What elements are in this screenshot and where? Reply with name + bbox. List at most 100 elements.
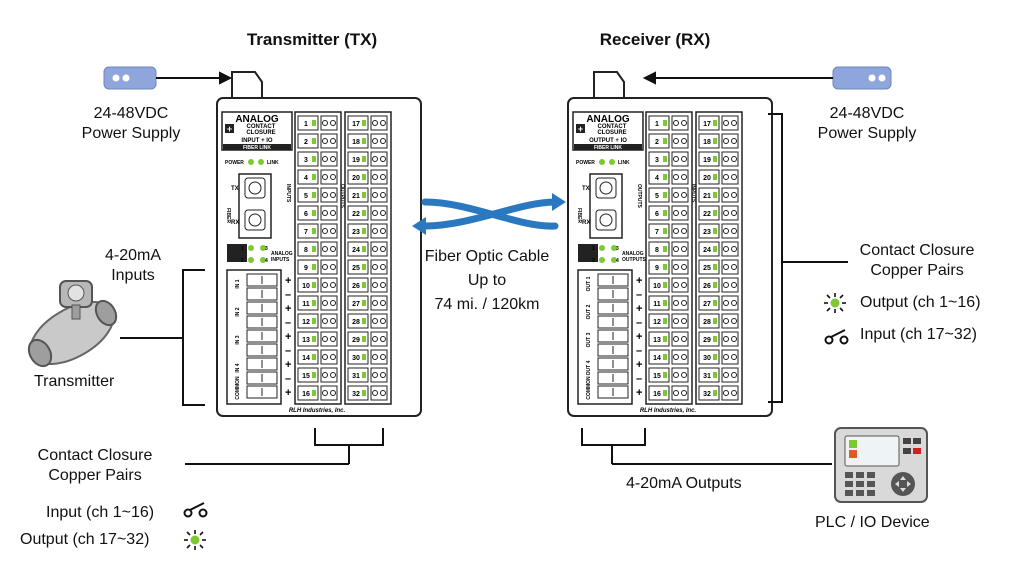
tx-output-led-icon bbox=[184, 530, 206, 550]
channel-led bbox=[713, 354, 717, 360]
rx-cc-label: Contact Closure Copper Pairs bbox=[859, 242, 975, 279]
channel-number: 1 bbox=[655, 121, 659, 128]
channel-label: IN 2 bbox=[235, 307, 241, 316]
power-led-label: POWER bbox=[576, 160, 595, 166]
channel-label: OUT 1 bbox=[586, 276, 592, 291]
channel-number: 20 bbox=[703, 175, 711, 182]
rx-output-led-icon bbox=[824, 293, 846, 313]
rx-power-label: 24-48VDC Power Supply bbox=[817, 105, 917, 142]
link-led-label: LINK bbox=[267, 160, 279, 166]
svg-text:+: + bbox=[285, 387, 291, 399]
plc-device-icon bbox=[834, 427, 928, 503]
link-led-label: LINK bbox=[618, 160, 630, 166]
transmitter-label: Transmitter bbox=[34, 373, 115, 390]
svg-text:+: + bbox=[636, 387, 642, 399]
channel-led bbox=[362, 120, 366, 126]
device-brand-sub: CONTACT bbox=[598, 124, 627, 130]
plug-connectors bbox=[231, 71, 625, 99]
device-brand-sub2: CLOSURE bbox=[246, 130, 275, 136]
channel-number: 26 bbox=[703, 283, 711, 290]
channel-led bbox=[312, 246, 316, 252]
channel-led bbox=[312, 210, 316, 216]
channel-number: 2 bbox=[304, 139, 308, 146]
channel-led bbox=[362, 210, 366, 216]
channel-number: 5 bbox=[304, 193, 308, 200]
link-led bbox=[258, 159, 264, 165]
channel-led bbox=[713, 156, 717, 162]
device-brand-sub2: CLOSURE bbox=[597, 130, 626, 136]
channel-led bbox=[713, 336, 717, 342]
tx-legend-output: Output (ch 17~32) bbox=[20, 531, 150, 548]
channel-label: IN 4 bbox=[235, 363, 241, 372]
fiber-cable bbox=[421, 198, 559, 230]
port-rx-label: RX bbox=[231, 220, 239, 226]
svg-text:+: + bbox=[285, 331, 291, 343]
channel-label: COMMON bbox=[586, 376, 592, 400]
channel-number: 29 bbox=[703, 337, 711, 344]
channel-led bbox=[713, 372, 717, 378]
channel-led bbox=[663, 390, 667, 396]
channel-number: 14 bbox=[653, 355, 661, 362]
channel-number: 13 bbox=[302, 337, 310, 344]
fiber-line3: 74 mi. / 120km bbox=[434, 296, 540, 313]
channel-number: 17 bbox=[703, 121, 711, 128]
channel-led bbox=[312, 336, 316, 342]
channel-number: 15 bbox=[653, 373, 661, 380]
svg-text:–: – bbox=[285, 373, 291, 385]
fiber-vertical-label: FIBER bbox=[225, 208, 231, 223]
svg-text:+: + bbox=[227, 124, 232, 134]
channel-number: 12 bbox=[302, 319, 310, 326]
channel-led bbox=[312, 372, 316, 378]
channel-number: 20 bbox=[352, 175, 360, 182]
svg-text:–: – bbox=[636, 289, 642, 301]
power-led bbox=[248, 159, 254, 165]
svg-text:1: 1 bbox=[241, 246, 244, 252]
channel-led bbox=[362, 300, 366, 306]
power-led-label: POWER bbox=[225, 160, 244, 166]
svg-text:+: + bbox=[285, 275, 291, 287]
svg-text:+: + bbox=[285, 359, 291, 371]
channel-led bbox=[362, 156, 366, 162]
tx-title: Transmitter (TX) bbox=[246, 30, 378, 49]
rx-power-supply-icon bbox=[832, 66, 892, 90]
fiber-line1: Fiber Optic Cable bbox=[424, 248, 550, 265]
channel-number: 28 bbox=[352, 319, 360, 326]
power-led bbox=[599, 159, 605, 165]
channel-led bbox=[713, 264, 717, 270]
maker-label: RLH Industries, Inc. bbox=[289, 408, 346, 414]
channel-number: 26 bbox=[352, 283, 360, 290]
channel-led bbox=[663, 372, 667, 378]
channel-number: 19 bbox=[352, 157, 360, 164]
channel-label: OUT 4 bbox=[586, 360, 592, 375]
svg-text:3: 3 bbox=[265, 246, 268, 252]
tx-power-supply-icon bbox=[103, 66, 157, 90]
channel-number: 16 bbox=[302, 391, 310, 398]
channel-number: 5 bbox=[655, 193, 659, 200]
analog-led bbox=[599, 245, 605, 251]
channel-led bbox=[663, 354, 667, 360]
channel-led bbox=[312, 156, 316, 162]
svg-text:+: + bbox=[636, 359, 642, 371]
analog-led bbox=[611, 257, 617, 263]
svg-text:+: + bbox=[636, 303, 642, 315]
svg-text:–: – bbox=[636, 373, 642, 385]
channel-led bbox=[362, 354, 366, 360]
channel-led bbox=[312, 318, 316, 324]
channel-number: 3 bbox=[655, 157, 659, 164]
link-led bbox=[609, 159, 615, 165]
side-io-label: INPUTS bbox=[285, 184, 291, 203]
channel-led bbox=[312, 354, 316, 360]
analog-led bbox=[599, 257, 605, 263]
channel-led bbox=[713, 192, 717, 198]
channel-label: COMMON bbox=[235, 376, 241, 400]
device-brand: ANALOG bbox=[235, 114, 279, 125]
fiber-vertical-label: FIBER bbox=[576, 208, 582, 223]
rx-legend-output: Output (ch 1~16) bbox=[860, 294, 981, 311]
svg-text:–: – bbox=[636, 345, 642, 357]
channel-led bbox=[312, 282, 316, 288]
port-tx-label: TX bbox=[582, 186, 590, 192]
channel-number: 21 bbox=[352, 193, 360, 200]
channel-led bbox=[312, 228, 316, 234]
channel-led bbox=[362, 264, 366, 270]
